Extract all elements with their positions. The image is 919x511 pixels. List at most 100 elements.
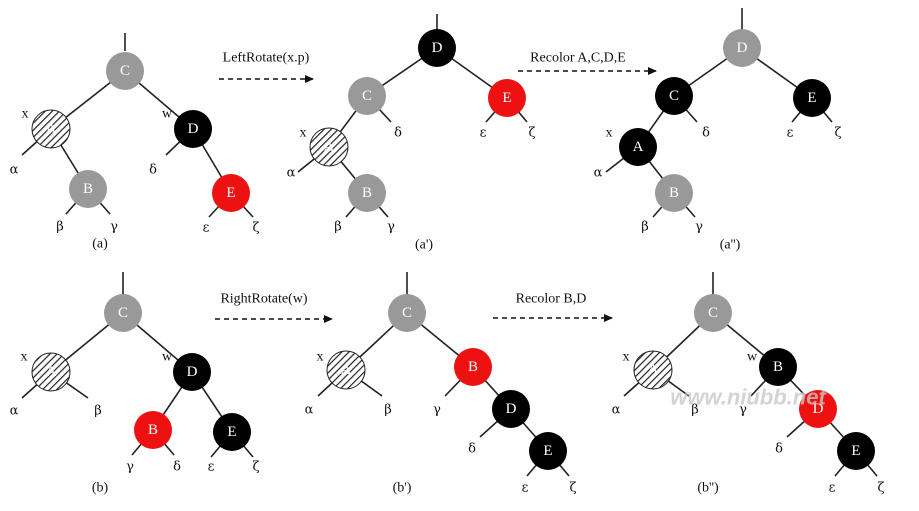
- node-label: C: [362, 88, 372, 104]
- node-label: C: [708, 305, 718, 321]
- subtree-label: γ: [695, 220, 703, 235]
- var-label: x: [22, 107, 29, 122]
- subtree-label: γ: [387, 220, 395, 235]
- node-label: A: [46, 364, 57, 380]
- subtree-label: ζ: [252, 221, 259, 236]
- subtree-label: α: [10, 404, 19, 419]
- node-circle: [134, 411, 172, 449]
- node-circle: [723, 29, 761, 67]
- subtree-label: δ: [173, 460, 181, 475]
- node-label: E: [227, 424, 236, 440]
- node-label: D: [188, 121, 199, 137]
- var-label: w: [162, 107, 173, 122]
- var-label: x: [317, 350, 324, 365]
- node-label: E: [807, 90, 816, 106]
- node-label: C: [120, 63, 130, 79]
- node-circle: [694, 294, 732, 332]
- node-circle: [619, 128, 657, 166]
- node-circle: [529, 432, 567, 470]
- node-label: A: [341, 362, 352, 378]
- node-label: B: [468, 359, 478, 375]
- subtree-label: δ: [468, 442, 476, 457]
- node-circle: [793, 79, 831, 117]
- operation-label: Recolor A,C,D,E: [530, 51, 626, 66]
- var-label: x: [21, 350, 28, 365]
- node-circle: [655, 174, 693, 212]
- panel-b: C A D B E x w α β γ δ ε ζ (b): [10, 272, 260, 496]
- node-circle: [309, 127, 349, 167]
- node-circle: [174, 110, 212, 148]
- node-circle: [759, 348, 797, 386]
- node-label: B: [362, 185, 372, 201]
- arrow-right-rotate: RightRotate(w): [215, 292, 333, 323]
- arrow-recolor-acde: Recolor A,C,D,E: [518, 51, 657, 75]
- node-label: B: [148, 422, 158, 438]
- panel-b-double-prime: C A B D E x w α β γ δ ε ζ (b''): [612, 272, 885, 496]
- subtree-label: δ: [775, 442, 783, 457]
- subtree-label: ε: [787, 126, 794, 141]
- node-label: B: [669, 185, 679, 201]
- subtree-label: β: [691, 403, 699, 418]
- subtree-label: δ: [149, 163, 157, 178]
- subtree-label: ζ: [834, 126, 841, 141]
- node-label: D: [737, 40, 748, 56]
- node-circle: [348, 174, 386, 212]
- node-circle: [106, 52, 144, 90]
- node-label: D: [432, 40, 443, 56]
- node-circle: [418, 29, 456, 67]
- subtree-label: ε: [829, 481, 836, 496]
- node-label: A: [324, 139, 335, 155]
- subtree-label: β: [334, 220, 342, 235]
- node-label: E: [226, 185, 235, 201]
- panel-a-double-prime: D C E A B x α β γ δ ε ζ (a''): [594, 8, 842, 253]
- node-circle: [69, 170, 107, 208]
- node-label: B: [83, 181, 93, 197]
- subtree-label: α: [287, 166, 296, 181]
- subtree-label: ε: [522, 481, 529, 496]
- panel-a: C A D B E x w α β γ δ ε ζ (a): [10, 33, 260, 252]
- node-label: A: [633, 139, 644, 155]
- subtree-label: ζ: [569, 481, 576, 496]
- operation-label: RightRotate(w): [220, 292, 307, 307]
- subtree-label: γ: [433, 403, 441, 418]
- node-label: E: [502, 90, 511, 106]
- node-circle: [488, 79, 526, 117]
- subtree-label: β: [641, 220, 649, 235]
- subtree-label: δ: [394, 126, 402, 141]
- panel-caption: (a): [92, 237, 108, 252]
- node-circle: [492, 390, 530, 428]
- subtree-label: ζ: [252, 460, 259, 475]
- subtree-label: γ: [739, 403, 747, 418]
- node-circle: [799, 390, 837, 428]
- node-circle: [655, 77, 693, 115]
- node-circle: [31, 352, 71, 392]
- panel-caption: (b): [92, 481, 109, 496]
- subtree-label: ε: [208, 460, 215, 475]
- subtree-label: δ: [702, 126, 710, 141]
- node-circle: [212, 174, 250, 212]
- node-label: C: [402, 305, 412, 321]
- node-circle: [633, 350, 673, 390]
- subtree-label: ε: [480, 126, 487, 141]
- var-label: w: [747, 350, 758, 365]
- subtree-label: ζ: [877, 481, 884, 496]
- node-circle: [173, 353, 211, 391]
- node-circle: [454, 348, 492, 386]
- node-label: A: [46, 121, 57, 137]
- node-circle: [213, 413, 251, 451]
- subtree-label: β: [384, 403, 392, 418]
- node-label: D: [506, 401, 517, 417]
- subtree-label: α: [10, 163, 19, 178]
- panel-caption: (a''): [720, 238, 741, 253]
- node-label: B: [773, 359, 783, 375]
- node-circle: [388, 294, 426, 332]
- panel-caption: (a'): [415, 238, 433, 253]
- watermark: www.niubb.net: [670, 385, 827, 410]
- node-circle: [326, 350, 366, 390]
- node-label: A: [648, 362, 659, 378]
- subtree-label: α: [594, 166, 603, 181]
- node-label: E: [543, 443, 552, 459]
- arrow-recolor-bd: Recolor B,D: [493, 292, 613, 322]
